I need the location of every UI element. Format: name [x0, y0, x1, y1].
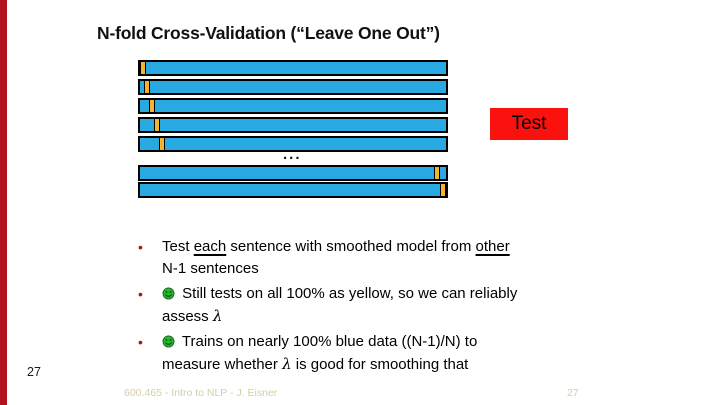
lambda-symbol: λ [282, 355, 292, 373]
fold-bar [138, 60, 448, 76]
test-slice-stripe [440, 184, 446, 196]
fold-bar [138, 136, 448, 152]
footer-page-number: 27 [567, 387, 579, 399]
text-segment: Trains on nearly 100% blue data ((N-1)/N… [178, 333, 478, 350]
ellipsis-label: ... [283, 146, 302, 163]
text-segment: is good for smoothing that [291, 356, 469, 373]
fold-bar [138, 98, 448, 114]
fold-bar [138, 117, 448, 133]
text-segment: measure whether [162, 356, 283, 373]
bullet-text: Test each sentence with smoothed model f… [162, 236, 510, 280]
fold-bar [138, 79, 448, 95]
text-segment: Test [162, 238, 194, 255]
smiley-icon [162, 287, 175, 300]
footer-course-label: 600.465 - Intro to NLP - J. Eisner [124, 387, 278, 399]
test-legend-box: Test [490, 108, 568, 140]
underlined-text: other [475, 238, 510, 255]
test-slice-stripe [159, 138, 165, 150]
bullet-item: • Trains on nearly 100% blue data ((N-1)… [138, 331, 604, 376]
test-legend-label: Test [511, 113, 547, 134]
fold-bar [138, 182, 448, 198]
bullet-item: • Test each sentence with smoothed model … [138, 236, 604, 280]
bullet-list: • Test each sentence with smoothed model … [138, 236, 604, 379]
bullet-marker: • [138, 286, 143, 302]
bullet-marker: • [138, 239, 143, 255]
test-slice-stripe [149, 100, 155, 112]
fold-bar [138, 165, 448, 181]
lambda-symbol: λ [212, 307, 223, 325]
test-slice-stripe [140, 62, 146, 74]
text-segment: sentence with smoothed model from [226, 238, 476, 255]
bullet-item: • Still tests on all 100% as yellow, so … [138, 283, 604, 328]
text-segment: Still tests on all 100% as yellow, so we… [178, 285, 518, 302]
slide-title: N-fold Cross-Validation (“Leave One Out”… [97, 23, 440, 43]
slide-accent-strip [0, 0, 7, 405]
bullet-marker: • [138, 334, 143, 350]
text-segment: assess [162, 308, 213, 325]
bullet-text: Still tests on all 100% as yellow, so we… [162, 283, 517, 328]
underlined-text: each [193, 238, 227, 255]
page-number: 27 [27, 365, 41, 379]
cross-validation-bottom-bars [138, 165, 448, 199]
text-segment: N-1 sentences [162, 260, 259, 277]
bullet-text: Trains on nearly 100% blue data ((N-1)/N… [162, 331, 477, 376]
smiley-icon [162, 335, 175, 348]
test-slice-stripe [154, 119, 160, 131]
test-slice-stripe [144, 81, 150, 93]
cross-validation-top-bars [138, 60, 448, 155]
test-slice-stripe [434, 167, 440, 179]
